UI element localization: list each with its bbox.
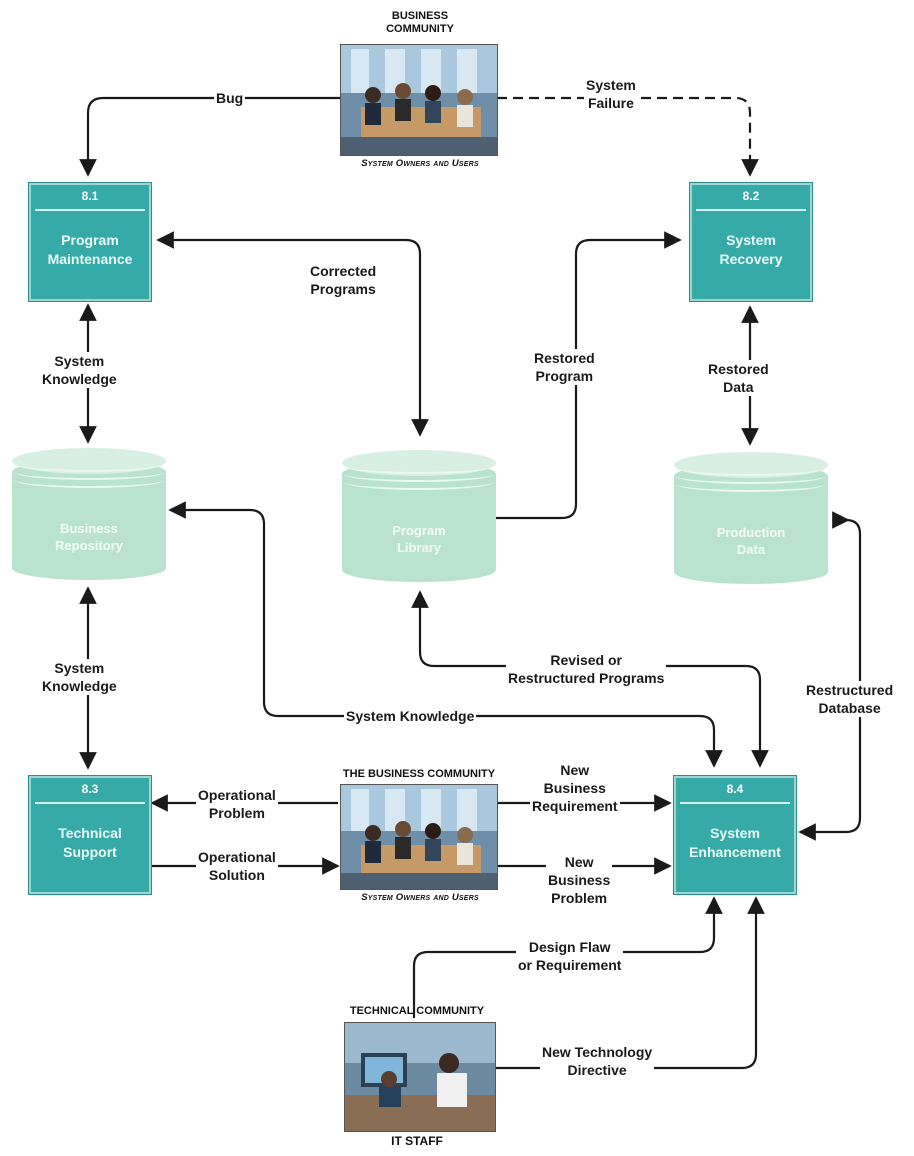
- process-divider: [696, 209, 806, 211]
- business-community-mid-title: THE BUSINESS COMMUNITY: [342, 768, 496, 780]
- label-system-knowledge-mid: System Knowledge: [344, 707, 477, 725]
- business-community-mid-photo: [340, 784, 498, 890]
- process-number: 8.2: [742, 189, 760, 203]
- flow-system-failure: [497, 96, 759, 177]
- technical-community-photo: [344, 1022, 496, 1132]
- flow-new-technology: [494, 896, 765, 1070]
- business-community-top-title: BUSINESS COMMUNITY: [386, 10, 454, 35]
- business-community-mid-caption: System Owners and Users: [361, 892, 479, 903]
- process-number: 8.4: [726, 782, 744, 796]
- process-number: 8.3: [81, 782, 99, 796]
- flow-corrected-programs: [156, 231, 429, 437]
- process-divider: [35, 802, 145, 804]
- label-bug: Bug: [214, 89, 246, 107]
- business-community-top-caption: System Owners and Users: [361, 158, 479, 169]
- process-number: 8.1: [81, 189, 99, 203]
- flow-bug: [79, 96, 340, 177]
- technical-community-title: TECHNICAL COMMUNITY: [349, 1005, 485, 1017]
- process-divider: [680, 802, 790, 804]
- business-community-top-photo: [340, 44, 498, 156]
- process-divider: [35, 209, 145, 211]
- flow-restructured-database: [798, 511, 862, 841]
- technical-community-caption: IT STAFF: [391, 1134, 443, 1148]
